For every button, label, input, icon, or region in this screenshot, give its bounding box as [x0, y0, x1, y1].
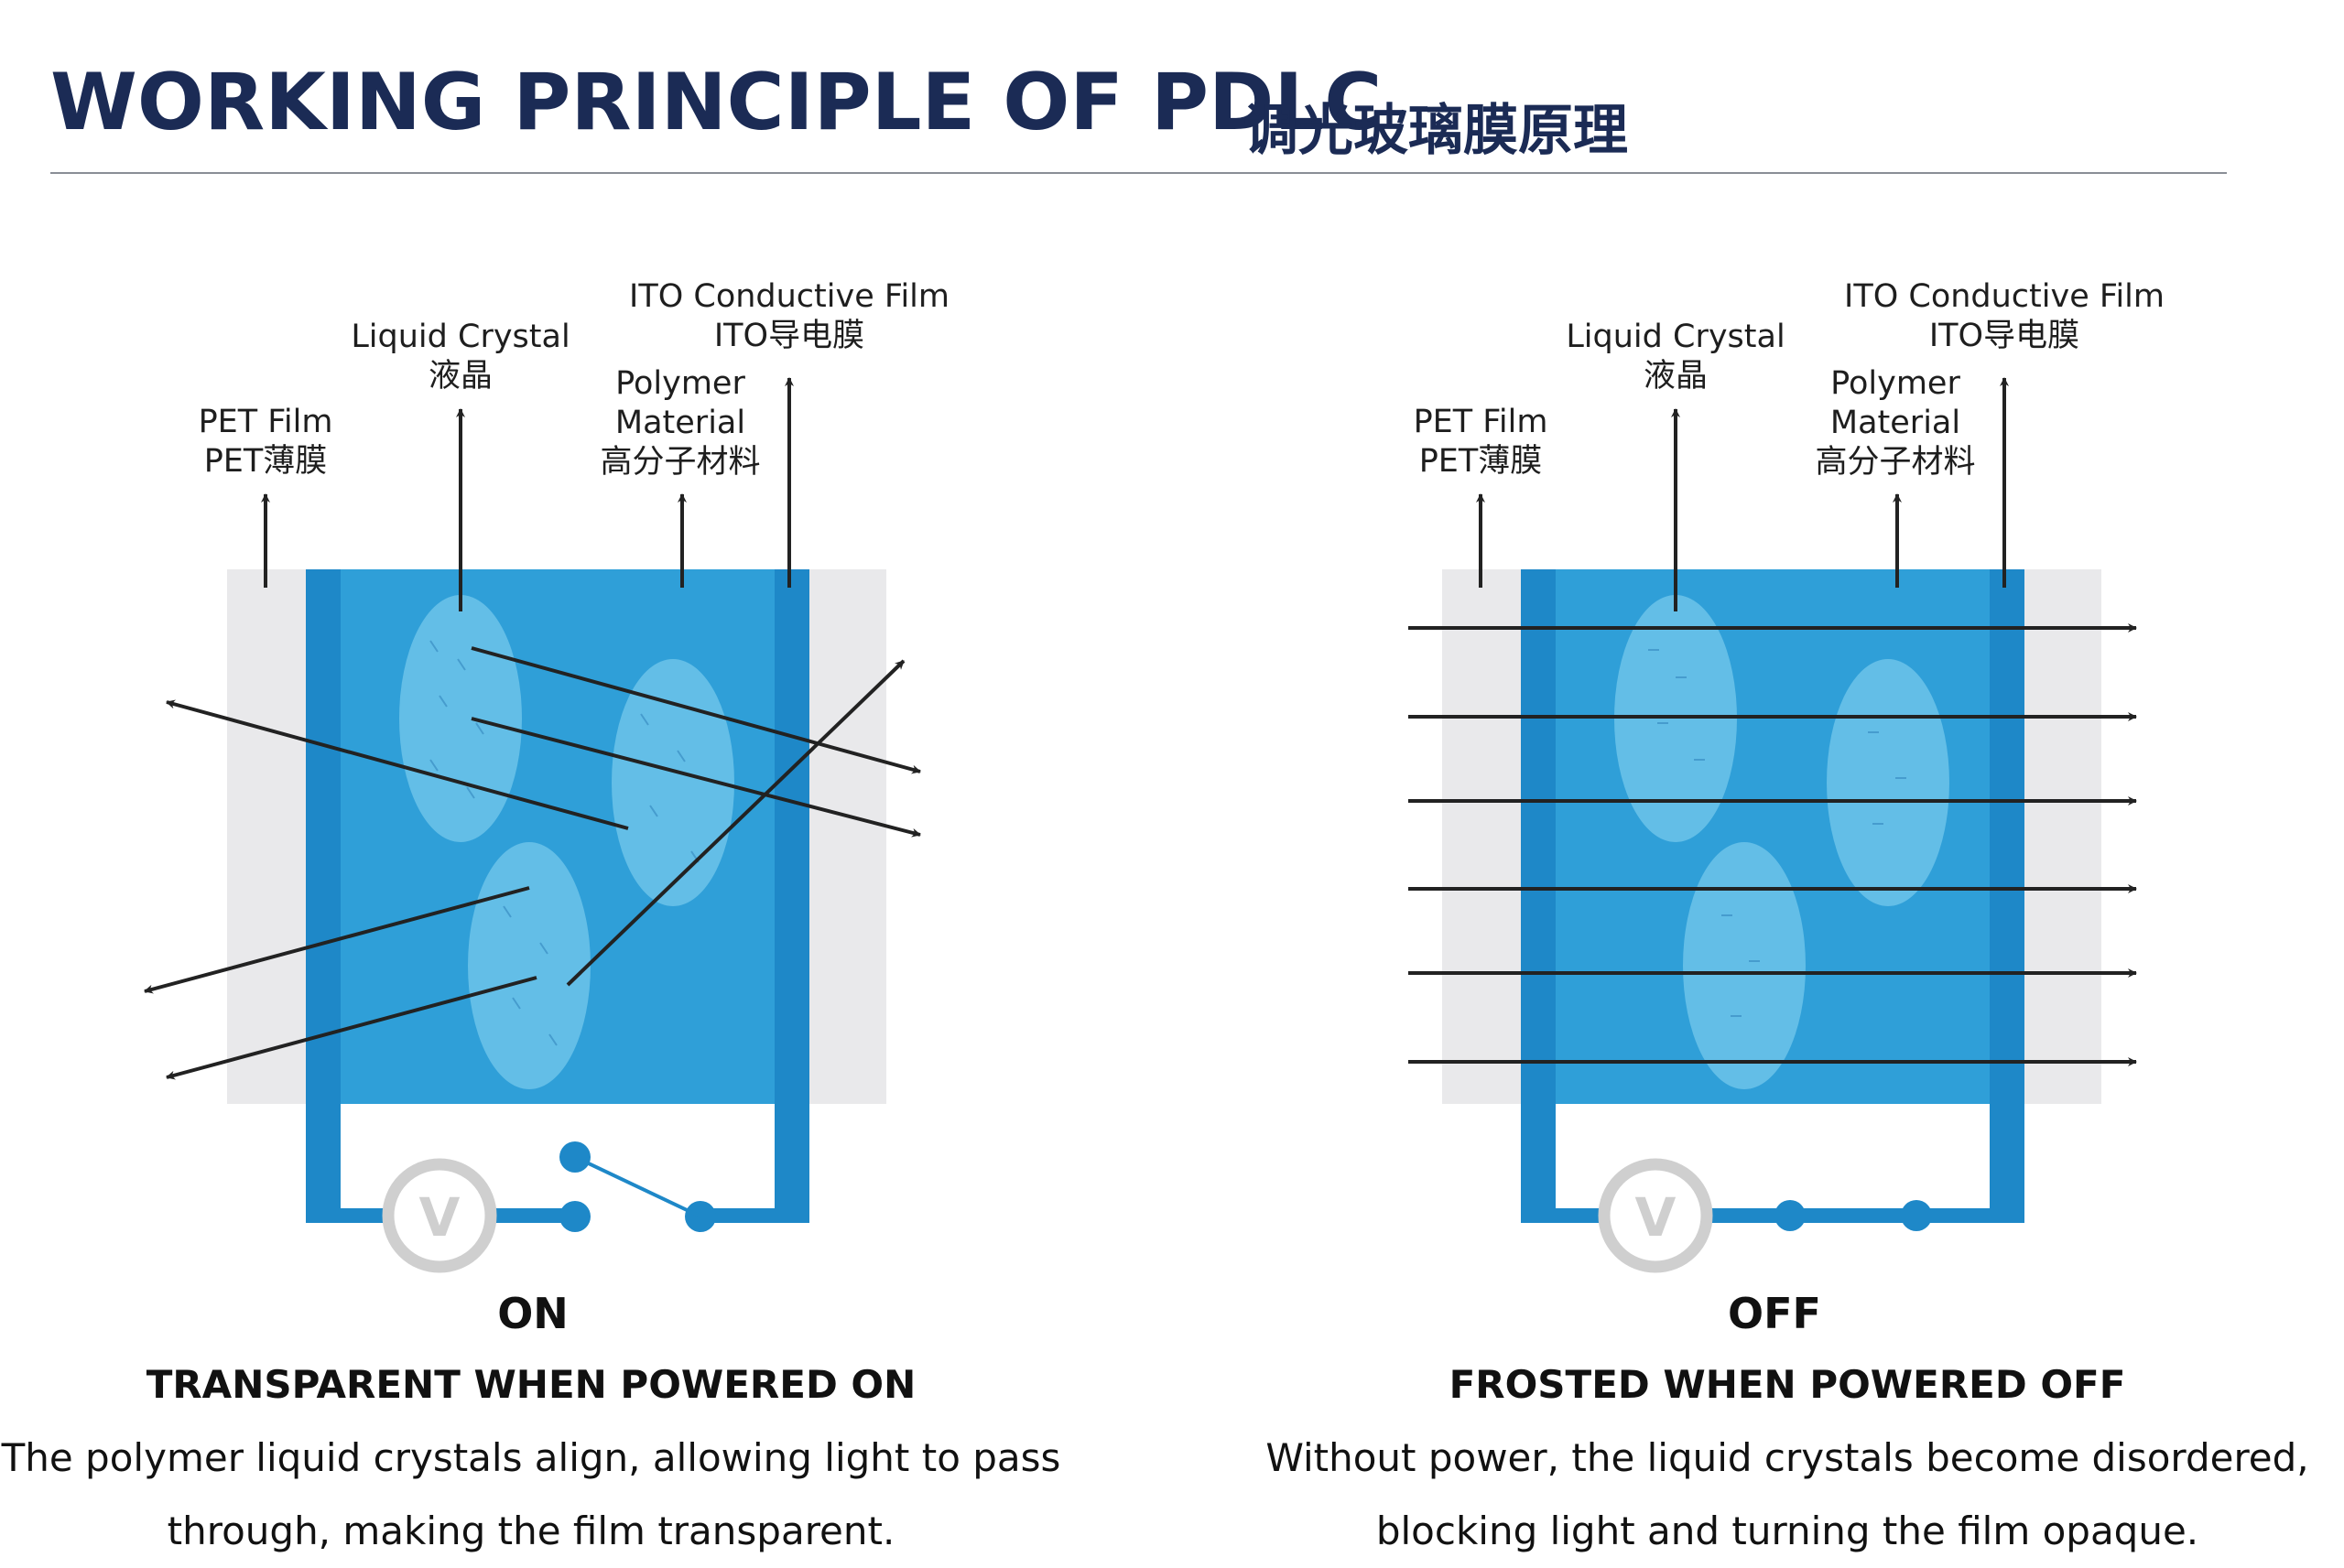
on-description: The polymer liquid crystals align, allow… — [2, 1422, 1061, 1568]
circuit-wire-bottom-right — [700, 1208, 809, 1223]
state-off-label: OFF — [1728, 1289, 1821, 1338]
polymer-label-en: Polymer — [1830, 365, 1960, 402]
polymer-label-en: Polymer — [615, 365, 745, 402]
voltmeter-icon: V — [382, 1158, 497, 1273]
label-pointers-right — [1476, 377, 2009, 611]
ito-film-label: ITO Conductive Film ITO导电膜 — [1844, 277, 2165, 356]
on-description-line2: through, making the film transparent. — [167, 1509, 895, 1553]
ito-electrode-right — [1990, 569, 2024, 1104]
ito-film-label: ITO Conductive Film ITO导电膜 — [629, 277, 950, 356]
pet-film-label: PET Film PET薄膜 — [1414, 403, 1548, 481]
off-description: Without power, the liquid crystals becom… — [1265, 1422, 2308, 1568]
material-label-en: Material — [1829, 405, 1961, 441]
light-rays-blocked — [1408, 623, 2137, 1066]
circuit-wire-left — [1521, 1104, 1556, 1223]
svg-text:V: V — [1635, 1186, 1677, 1249]
light-ray-arrow — [144, 886, 530, 994]
material-label-en: Material — [614, 405, 746, 441]
ito-label-en: ITO Conductive Film — [1844, 278, 2165, 315]
circuit-wire-right — [1990, 1104, 2024, 1223]
pet-film-label-cn: PET薄膜 — [203, 443, 328, 480]
circuit-node — [1774, 1200, 1806, 1231]
ito-label-cn: ITO导电膜 — [1928, 318, 2080, 354]
light-ray-arrow — [166, 699, 629, 830]
light-ray-arrow — [566, 659, 906, 987]
off-heading: FROSTED WHEN POWERED OFF — [1449, 1362, 2126, 1407]
pet-film-label-en: PET Film — [1413, 404, 1548, 440]
crystal-droplet — [1683, 842, 1806, 1089]
ito-electrode-right — [775, 569, 809, 1104]
pet-film-label-cn: PET薄膜 — [1418, 443, 1543, 480]
circuit-wire-left — [306, 1104, 341, 1223]
page-title-chinese: 调光玻璃膜原理 — [1243, 99, 1628, 163]
ito-electrode-left — [1521, 569, 1556, 1104]
label-pointers-left — [261, 377, 794, 611]
off-description-line2: blocking light and turning the film opaq… — [1375, 1509, 2199, 1553]
liquid-crystal-label: Liquid Crystal 液晶 — [351, 318, 570, 396]
liquid-crystal-label-en: Liquid Crystal — [351, 319, 570, 355]
light-ray-arrow — [471, 646, 921, 774]
circuit-wire-bottom — [1521, 1208, 2024, 1223]
crystal-droplet — [612, 659, 734, 906]
polymer-label-cn: 高分子材料 — [600, 444, 761, 481]
panel-off-diagram: V — [1408, 377, 2137, 1273]
light-rays-passing — [144, 646, 921, 1080]
switch-contact-left — [559, 1201, 591, 1232]
off-description-line1: Without power, the liquid crystals becom… — [1265, 1435, 2309, 1480]
ito-label-cn: ITO导电膜 — [713, 318, 865, 354]
liquid-crystal-label-en: Liquid Crystal — [1566, 319, 1785, 355]
light-ray-arrow — [166, 976, 537, 1080]
state-on-label: ON — [497, 1289, 569, 1338]
ito-electrode-left — [306, 569, 341, 1104]
pet-film-label: PET Film PET薄膜 — [199, 403, 333, 481]
polymer-label-cn: 高分子材料 — [1815, 444, 1976, 481]
title-divider — [50, 172, 2227, 174]
on-description-line1: The polymer liquid crystals align, allow… — [1, 1435, 1061, 1480]
circuit-node — [1901, 1200, 1932, 1231]
liquid-crystal-droplets — [399, 595, 734, 1089]
pet-film-label-en: PET Film — [198, 404, 333, 440]
circuit-wire-right — [775, 1104, 809, 1223]
crystal-droplet — [399, 595, 522, 842]
polymer-material-label: Polymer Material 高分子材料 — [600, 364, 760, 482]
ito-label-en: ITO Conductive Film — [629, 278, 950, 315]
light-ray-arrow — [471, 717, 921, 838]
switch-lever — [574, 1155, 701, 1218]
polymer-material-label: Polymer Material 高分子材料 — [1815, 364, 1975, 482]
crystal-droplet — [468, 842, 591, 1089]
crystal-droplet — [1827, 659, 1949, 906]
panel-on-diagram: V — [144, 377, 921, 1273]
liquid-crystal-label: Liquid Crystal 液晶 — [1566, 318, 1785, 396]
voltmeter-icon: V — [1598, 1158, 1713, 1273]
svg-text:V: V — [419, 1186, 461, 1249]
page-title: WORKING PRINCIPLE OF PDLC — [50, 57, 1383, 148]
on-heading: TRANSPARENT WHEN POWERED ON — [146, 1362, 917, 1407]
liquid-crystal-label-cn: 液晶 — [428, 358, 493, 395]
liquid-crystal-label-cn: 液晶 — [1643, 358, 1708, 395]
